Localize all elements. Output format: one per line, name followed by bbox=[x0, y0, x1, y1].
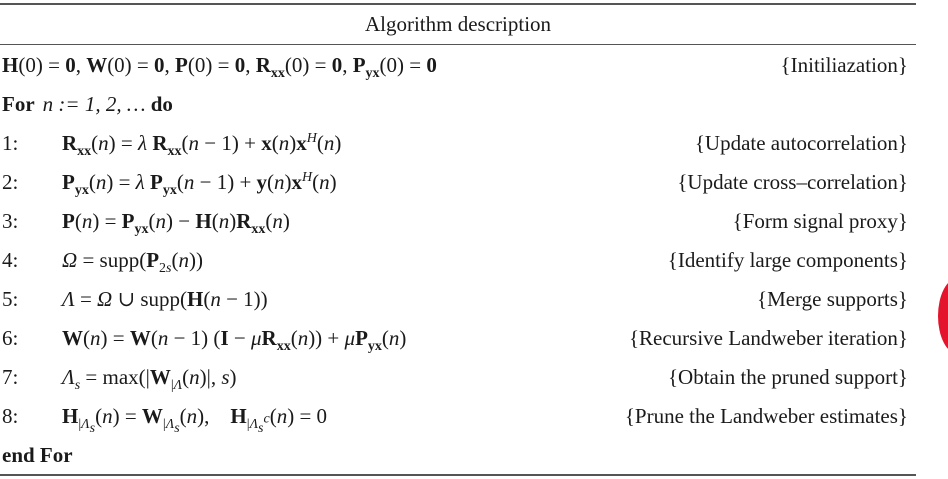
step-number: 1: bbox=[2, 131, 19, 155]
step-number: 6: bbox=[2, 326, 19, 350]
bottom-rule bbox=[0, 474, 916, 476]
step-row: 5: Λ = Ω ∪ supp(H(n − 1)) {Merge support… bbox=[0, 280, 912, 318]
step-number: 4: bbox=[2, 248, 19, 272]
for-row: For n := 1, 2, … do bbox=[0, 85, 912, 123]
red-decoration bbox=[938, 278, 948, 354]
loop-variable: n := 1, 2, … bbox=[42, 92, 146, 116]
step-formula: Λs = max(|W|Λ(n)|, s) bbox=[62, 365, 237, 394]
step-comment: {Merge supports} bbox=[756, 287, 908, 311]
step-comment: {Update autocorrelation} bbox=[694, 131, 908, 155]
end-for-keyword: end For bbox=[2, 443, 73, 467]
header-rule bbox=[0, 44, 916, 45]
do-keyword: do bbox=[150, 92, 173, 116]
algorithm-header: Algorithm description bbox=[364, 12, 552, 36]
step-row: 1: Rxx(n) = λ Rxx(n − 1) + x(n)xH(n) {Up… bbox=[0, 124, 912, 162]
top-rule bbox=[0, 3, 916, 5]
step-row: 7: Λs = max(|W|Λ(n)|, s) {Obtain the pru… bbox=[0, 358, 912, 396]
step-number: 8: bbox=[2, 404, 19, 428]
step-formula: Ω = supp(P2s(n)) bbox=[62, 248, 203, 277]
step-comment: {Form signal proxy} bbox=[732, 209, 908, 233]
step-comment: {Identify large components} bbox=[667, 248, 908, 272]
step-number: 5: bbox=[2, 287, 19, 311]
for-line: For n := 1, 2, … do bbox=[2, 85, 173, 123]
step-number: 2: bbox=[2, 170, 19, 194]
init-comment: {Initiliazation} bbox=[780, 53, 908, 77]
init-formula: H(0) = 0, W(0) = 0, P(0) = 0, Rxx(0) = 0… bbox=[2, 53, 437, 82]
step-formula: W(n) = W(n − 1) (I − μRxx(n)) + μPyx(n) bbox=[62, 326, 407, 355]
step-formula: Λ = Ω ∪ supp(H(n − 1)) bbox=[62, 287, 268, 311]
for-keyword: For bbox=[2, 92, 35, 116]
init-row: H(0) = 0, W(0) = 0, P(0) = 0, Rxx(0) = 0… bbox=[0, 46, 912, 84]
end-for-row: end For bbox=[0, 436, 912, 474]
step-number: 7: bbox=[2, 365, 19, 389]
step-row: 3: P(n) = Pyx(n) − H(n)Rxx(n) {Form sign… bbox=[0, 202, 912, 240]
step-row: 8: H|Λs(n) = W|Λs(n), H|Λsc(n) = 0 {Prun… bbox=[0, 397, 912, 435]
step-comment: {Prune the Landweber estimates} bbox=[624, 404, 908, 428]
step-row: 6: W(n) = W(n − 1) (I − μRxx(n)) + μPyx(… bbox=[0, 319, 912, 357]
step-formula: P(n) = Pyx(n) − H(n)Rxx(n) bbox=[62, 209, 290, 238]
step-formula: Rxx(n) = λ Rxx(n − 1) + x(n)xH(n) bbox=[62, 131, 342, 160]
step-comment: {Recursive Landweber iteration} bbox=[628, 326, 908, 350]
step-formula: Pyx(n) = λ Pyx(n − 1) + y(n)xH(n) bbox=[62, 170, 337, 199]
step-row: 2: Pyx(n) = λ Pyx(n − 1) + y(n)xH(n) {Up… bbox=[0, 163, 912, 201]
step-comment: {Obtain the pruned support} bbox=[667, 365, 908, 389]
step-number: 3: bbox=[2, 209, 19, 233]
step-comment: {Update cross–correlation} bbox=[677, 170, 908, 194]
step-formula: H|Λs(n) = W|Λs(n), H|Λsc(n) = 0 bbox=[62, 404, 328, 436]
step-row: 4: Ω = supp(P2s(n)) {Identify large comp… bbox=[0, 241, 912, 279]
